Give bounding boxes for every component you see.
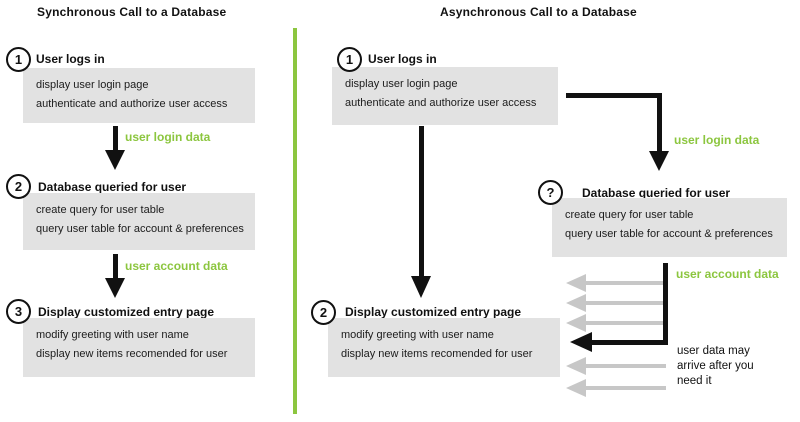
async-stepq-label: Database queried for user: [582, 186, 731, 200]
gray-left-arrow-icon: [566, 379, 666, 397]
async-step1-box: display user login page authenticate and…: [332, 67, 558, 125]
sync-step3-circle: 3: [6, 299, 31, 324]
sync-step1-number: 1: [14, 52, 23, 67]
async-step2-circle: 2: [311, 300, 336, 325]
gray-left-arrow-icon: [566, 294, 666, 312]
async-stepq-question-mark: ?: [546, 185, 555, 200]
async-stepq-line1: create query for user table: [565, 209, 694, 221]
async-stepq-circle: ?: [538, 180, 563, 205]
async-long-arrow-shaft: [419, 126, 424, 278]
gray-left-arrow-icon: [566, 274, 666, 292]
sync-step1-circle: 1: [6, 47, 31, 72]
sync-step2-line1: create query for user table: [36, 204, 165, 216]
late-data-note-line2: arrive after you: [677, 360, 754, 372]
async-login-elbow-horizontal: [566, 93, 662, 98]
sync-arrow1-label: user login data: [125, 130, 211, 144]
async-long-down-arrow-icon: [411, 276, 431, 298]
sync-arrow2-shaft: [113, 254, 118, 280]
gray-left-arrow-icon: [566, 314, 666, 332]
sync-step2-number: 2: [14, 179, 23, 194]
sync-step2-line2: query user table for account & preferenc…: [36, 223, 244, 235]
sync-arrow1-down-arrow-icon: [105, 150, 125, 170]
async-account-elbow-vertical: [663, 263, 668, 345]
async-stepq-box: create query for user table query user t…: [552, 198, 787, 257]
sync-step2-label: Database queried for user: [38, 180, 187, 194]
sync-step1-label: User logs in: [36, 52, 105, 66]
late-data-note-line1: user data may: [677, 345, 750, 357]
async-stepq-line2: query user table for account & preferenc…: [565, 228, 773, 240]
async-account-left-arrow-icon: [570, 332, 592, 352]
gray-left-arrow-icon: [566, 357, 666, 375]
async-step1-circle: 1: [337, 47, 362, 72]
async-account-label: user account data: [676, 267, 779, 281]
async-step2-box: modify greeting with user name display n…: [328, 318, 560, 377]
sync-step2-circle: 2: [6, 174, 31, 199]
sync-step2-box: create query for user table query user t…: [23, 193, 255, 250]
sync-arrow1-shaft: [113, 126, 118, 154]
sync-arrow2-down-arrow-icon: [105, 278, 125, 298]
async-login-elbow-vertical: [657, 93, 662, 153]
sync-step1-line1: display user login page: [36, 79, 149, 91]
sync-title: Synchronous Call to a Database: [37, 5, 227, 19]
sync-step3-line2: display new items recomended for user: [36, 348, 228, 360]
late-data-note-line3: need it: [677, 375, 712, 387]
async-login-label: user login data: [674, 133, 760, 147]
async-step2-line2: display new items recomended for user: [341, 348, 533, 360]
sync-step3-number: 3: [14, 304, 23, 319]
sync-arrow2-label: user account data: [125, 259, 228, 273]
late-data-note: user data may arrive after you need it: [677, 344, 754, 389]
async-step2-line1: modify greeting with user name: [341, 329, 494, 341]
async-login-down-arrow-icon: [649, 151, 669, 171]
async-step1-label: User logs in: [368, 52, 437, 66]
async-step1-line2: authenticate and authorize user access: [345, 97, 537, 109]
async-title: Asynchronous Call to a Database: [440, 5, 637, 19]
async-step2-label: Display customized entry page: [345, 305, 522, 319]
sync-step3-box: modify greeting with user name display n…: [23, 318, 255, 377]
sync-step1-box: display user login page authenticate and…: [23, 68, 255, 123]
sync-step1-line2: authenticate and authorize user access: [36, 98, 228, 110]
async-account-elbow-horizontal: [578, 340, 668, 345]
async-step2-number: 2: [319, 305, 328, 320]
async-step1-number: 1: [345, 52, 354, 67]
async-step1-line1: display user login page: [345, 78, 458, 90]
panel-divider-line: [293, 28, 297, 414]
sync-step3-label: Display customized entry page: [38, 305, 215, 319]
sync-step3-line1: modify greeting with user name: [36, 329, 189, 341]
